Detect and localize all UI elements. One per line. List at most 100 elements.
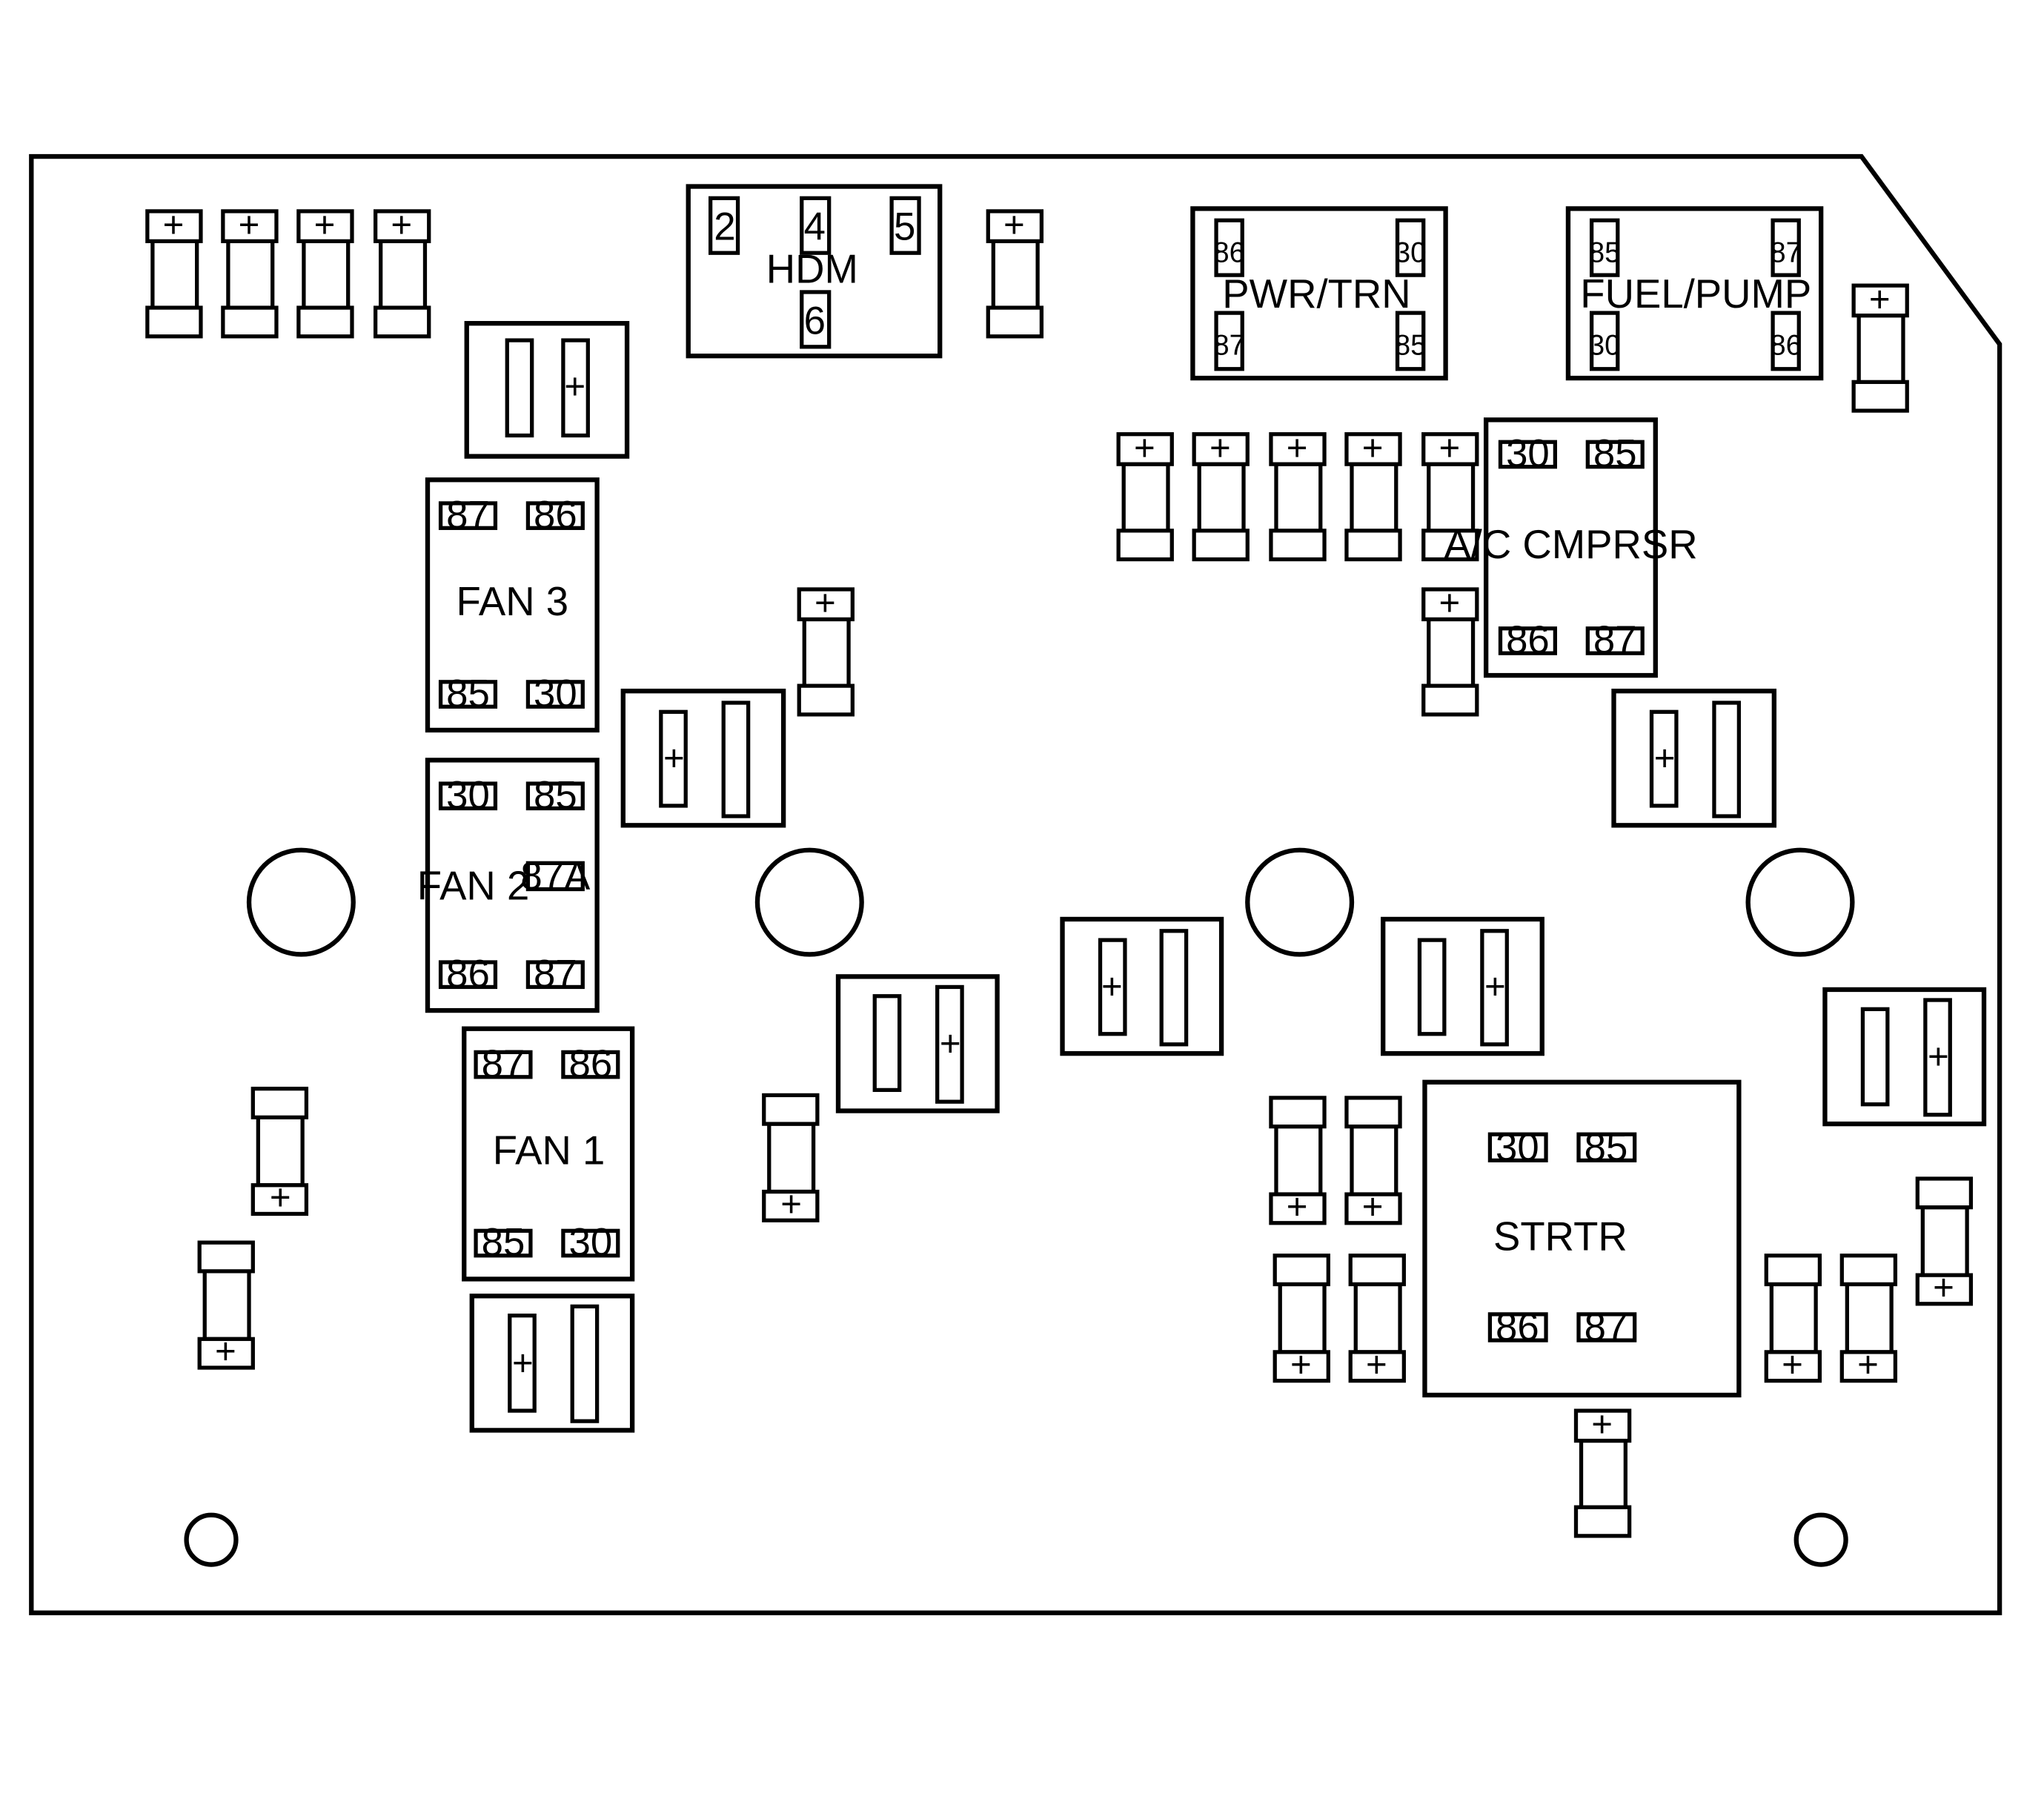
fuse[interactable]: + [762,1093,820,1225]
ac-cmprsr-pin: 87 [1593,618,1637,662]
fuse-plus-label: + [270,1177,291,1218]
fuse[interactable]: + [1839,1254,1898,1385]
cartridge-fuse[interactable]: + [464,321,630,459]
fuse-plus-label: + [215,1331,236,1372]
pwr-trn-label: PWR/TRN [1222,271,1410,317]
ac-cmprsr-pin: 85 [1593,432,1637,476]
pwr-trn-pin: 85 [1395,329,1427,361]
fuse[interactable]: + [1573,1404,1632,1538]
fuse-plus-label: + [1290,1344,1312,1385]
fuse-plus-label: + [1869,279,1891,320]
fuse-plus-label: + [1933,1268,1954,1308]
fuse-plus-label: + [1287,1186,1308,1227]
cartridge-fuse[interactable]: + [835,974,1000,1113]
fuse[interactable]: + [1116,428,1174,562]
fuse[interactable]: + [1269,1096,1327,1228]
fuse-plus-label: + [391,205,412,245]
fuse[interactable]: + [1851,279,1909,413]
fan1-pin: 87 [482,1042,525,1086]
fuse[interactable]: + [1348,1254,1406,1385]
fan3-pin: 85 [446,672,490,715]
fan2-pin: 87 [534,952,577,996]
fuse-plus-label: + [1439,583,1461,623]
cartridge-fuse[interactable]: + [1381,916,1544,1056]
fan1-label: FAN 1 [493,1128,605,1173]
pwr-trn-pin: 30 [1395,237,1427,269]
fan2-pin: 87A [520,855,591,898]
fan2-pin: 30 [446,773,490,817]
fuse-plus-label: + [1366,1344,1387,1385]
fuse[interactable]: + [1421,583,1479,717]
fuse-plus-label: + [1210,428,1231,469]
fuse[interactable]: + [1192,428,1250,562]
hdm-pin-4: 4 [804,205,826,249]
cartridge-plus-label: + [512,1343,534,1384]
pwr-trn-relay[interactable]: 86 30 87 85 PWR/TRN [1190,206,1448,381]
fuel-pump-pin: 30 [1589,329,1621,361]
fan3-relay[interactable]: 87 86 85 30 FAN 3 [425,477,600,733]
cartridge-plus-label: + [1928,1036,1949,1077]
cartridge-fuse[interactable]: + [620,689,786,828]
fuse[interactable]: + [1421,428,1479,562]
fan3-label: FAN 3 [457,579,569,624]
fuse-plus-label: + [814,583,836,623]
ac-cmprsr-pin: 30 [1506,432,1550,476]
fuel-pump-pin: 87 [1770,237,1802,269]
fuse[interactable]: + [1272,1254,1330,1385]
fuse[interactable]: + [373,205,431,339]
fuse-plus-label: + [1782,1344,1803,1385]
fuse[interactable]: + [1915,1176,1974,1308]
fuel-pump-relay[interactable]: 85 87 30 86 FUEL/PUMP [1565,206,1824,381]
fan3-pin: 87 [446,493,490,537]
fuse-plus-label: + [1362,1186,1384,1227]
mounting-hole [1745,847,1855,957]
hdm-module[interactable]: 2 4 5 6 HDM [686,184,943,359]
fuse[interactable]: + [145,205,203,339]
cartridge-plus-label: + [1484,966,1506,1007]
fan1-pin: 85 [482,1221,525,1265]
fuse-group-top: + + + + + + [145,205,1909,1538]
cartridge-fuse[interactable]: + [1611,689,1777,828]
fuse[interactable]: + [250,1086,309,1219]
fuse[interactable]: + [221,205,279,339]
fuse-plus-label: + [780,1184,802,1225]
fuse[interactable]: + [296,205,354,339]
fuse[interactable]: + [797,583,855,717]
fan1-relay[interactable]: 87 86 85 30 FAN 1 [462,1026,635,1282]
cartridge-plus-label: + [1101,966,1123,1007]
strtr-pin: 87 [1585,1305,1628,1349]
cartridge-fuse[interactable]: + [1060,916,1224,1056]
fuse[interactable]: + [1269,428,1327,562]
ac-cmprsr-label: A/C CMPRSR [1444,522,1697,567]
ac-cmprsr-relay[interactable]: 30 85 86 87 A/C CMPRSR [1444,417,1698,678]
strtr-relay[interactable]: 30 85 86 87 STRTR [1422,1079,1742,1398]
fuse-plus-label: + [1362,428,1384,469]
cartridge-fuse[interactable]: + [1822,987,1987,1127]
fuse[interactable]: + [986,205,1044,339]
fuse-plus-label: + [1134,428,1155,469]
hdm-label: HDM [766,247,858,292]
fuse-plus-label: + [1287,428,1308,469]
fuse-plus-label: + [314,205,336,245]
fuse-plus-label: + [163,205,185,245]
fuse[interactable]: + [1764,1254,1822,1385]
fuse[interactable]: + [197,1240,255,1372]
hdm-pin-2: 2 [714,205,735,249]
pwr-trn-pin: 87 [1213,329,1245,361]
fan2-relay[interactable]: 30 85 87A 86 87 FAN 2 [417,758,600,1013]
cartridge-plus-label: + [1654,738,1676,778]
mounting-hole-small [1794,1512,1848,1567]
hdm-pin-5: 5 [894,205,915,249]
fuse-plus-label: + [1591,1404,1613,1445]
cartridge-plus-label: + [940,1024,961,1065]
fuse[interactable]: + [1344,428,1402,562]
fuse[interactable]: + [1344,1096,1402,1228]
hdm-pin-6: 6 [804,299,826,342]
pwr-trn-pin: 86 [1213,237,1245,269]
mounting-holes [184,847,1855,1567]
strtr-pin: 86 [1496,1305,1539,1349]
cartridge-fuse[interactable]: + [469,1294,635,1433]
fan2-pin: 86 [446,952,490,996]
fuse-group-bottom: + + + + + + [197,1086,1974,1385]
fuel-pump-pin: 86 [1770,329,1802,361]
